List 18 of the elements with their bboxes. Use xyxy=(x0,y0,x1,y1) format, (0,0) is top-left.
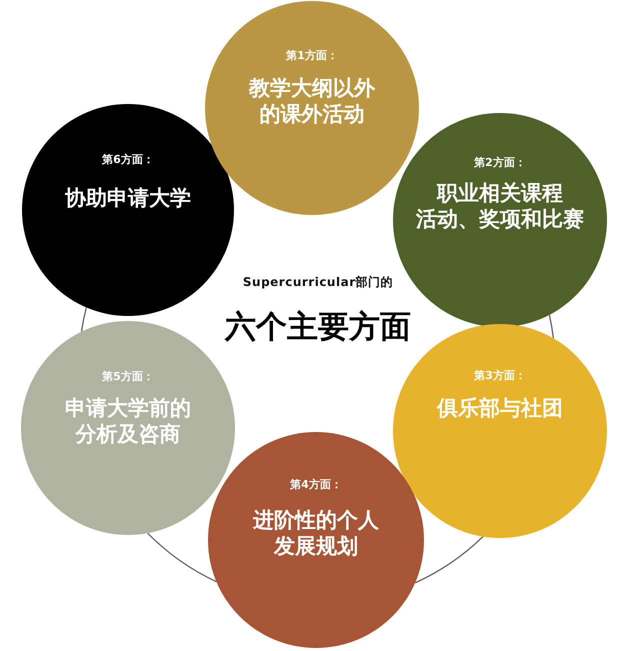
circle-text: 俱乐部与社团 xyxy=(437,395,563,421)
circle-heading: 第1方面： xyxy=(286,49,338,63)
circle-text: 协助申请大学 xyxy=(65,185,191,211)
ring-arc xyxy=(80,307,87,332)
ring-arc xyxy=(147,532,217,582)
subtitle: Supercurricular部门的 xyxy=(242,274,394,290)
circle-text: 进阶性的个人发展规划 xyxy=(252,507,380,559)
circle-heading: 第5方面： xyxy=(102,370,154,384)
ring-arc xyxy=(548,314,554,338)
circle-heading: 第3方面： xyxy=(474,369,526,383)
circle-text: 职业相关课程活动、奖项和比赛 xyxy=(414,180,585,232)
circle-heading: 第6方面： xyxy=(102,153,154,167)
circle-heading: 第2方面： xyxy=(474,156,526,170)
circle-heading: 第4方面： xyxy=(290,478,342,492)
ring-arc xyxy=(414,536,484,584)
circle-text: 教学大纲以外的课外活动 xyxy=(248,75,376,127)
circle-text: 申请大学前的分析及咨商 xyxy=(64,395,192,447)
title: 六个主要方面 xyxy=(225,308,411,346)
